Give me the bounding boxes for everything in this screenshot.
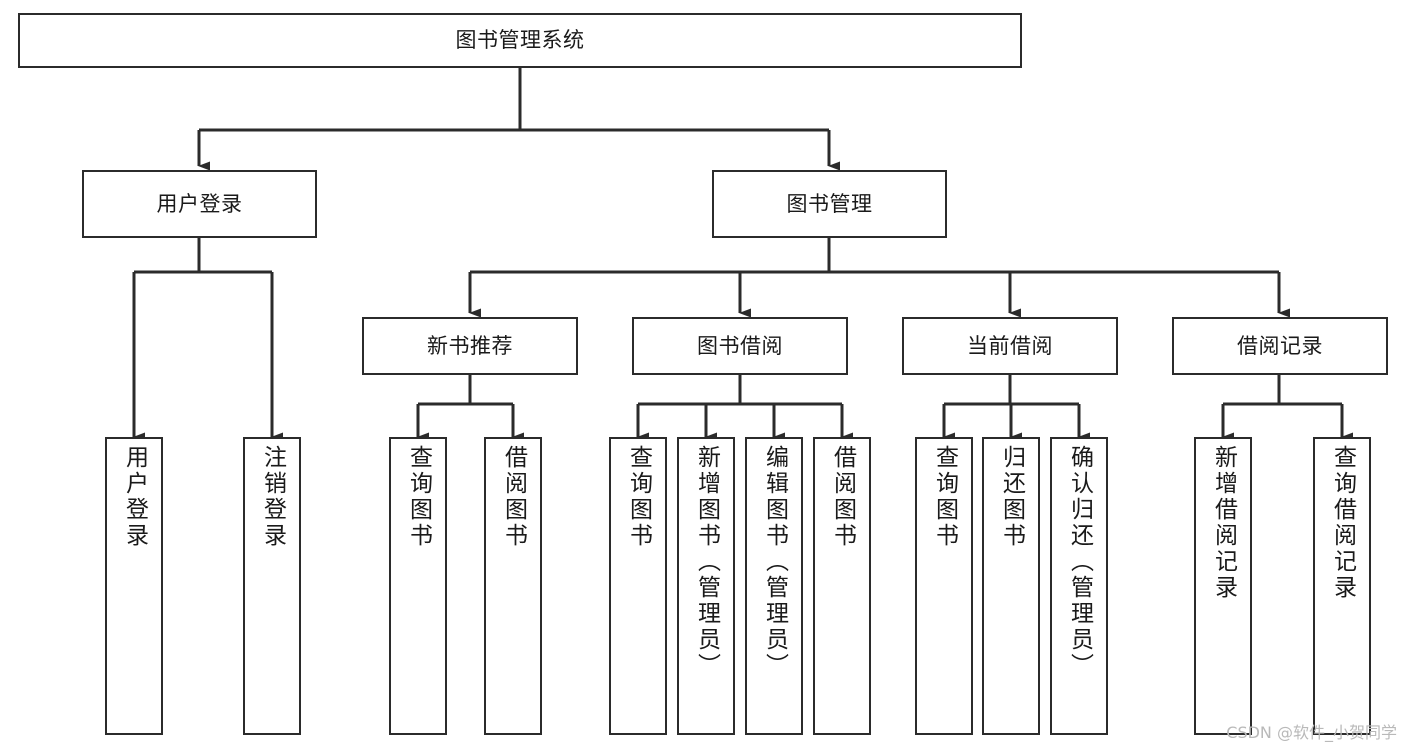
- node-leaf-borrow-book-1-label: 借阅图书: [500, 445, 527, 549]
- node-leaf-user-logout[interactable]: 注销登录: [243, 437, 301, 735]
- node-root-label: 图书管理系统: [455, 28, 585, 53]
- node-leaf-confirm-return[interactable]: 确认归还（管理员）: [1050, 437, 1108, 735]
- node-leaf-query-book-1[interactable]: 查询图书: [389, 437, 447, 735]
- node-root[interactable]: 图书管理系统: [18, 13, 1022, 68]
- node-leaf-add-record-label: 新增借阅记录: [1210, 445, 1237, 601]
- node-leaf-user-logout-label: 注销登录: [259, 445, 286, 549]
- node-leaf-query-book-2[interactable]: 查询图书: [609, 437, 667, 735]
- node-leaf-return-book[interactable]: 归还图书: [982, 437, 1040, 735]
- node-leaf-borrow-book-2[interactable]: 借阅图书: [813, 437, 871, 735]
- node-current-borrow[interactable]: 当前借阅: [902, 317, 1118, 375]
- node-leaf-borrow-book-1[interactable]: 借阅图书: [484, 437, 542, 735]
- node-user-login-label: 用户登录: [156, 191, 243, 216]
- node-leaf-query-record-label: 查询借阅记录: [1329, 445, 1356, 601]
- node-leaf-edit-book[interactable]: 编辑图书（管理员）: [745, 437, 803, 735]
- node-leaf-return-book-label: 归还图书: [998, 445, 1025, 549]
- node-leaf-query-record[interactable]: 查询借阅记录: [1313, 437, 1371, 735]
- node-user-login[interactable]: 用户登录: [82, 170, 317, 238]
- node-leaf-user-login-label: 用户登录: [121, 445, 148, 549]
- node-new-book-recommend[interactable]: 新书推荐: [362, 317, 578, 375]
- node-new-book-recommend-label: 新书推荐: [427, 333, 513, 358]
- node-leaf-edit-book-label: 编辑图书（管理员）: [761, 445, 788, 679]
- node-leaf-user-login[interactable]: 用户登录: [105, 437, 163, 735]
- node-borrow-record[interactable]: 借阅记录: [1172, 317, 1388, 375]
- node-leaf-add-record[interactable]: 新增借阅记录: [1194, 437, 1252, 735]
- node-book-manage-label: 图书管理: [786, 191, 873, 216]
- node-borrow-record-label: 借阅记录: [1237, 333, 1323, 358]
- node-leaf-borrow-book-2-label: 借阅图书: [829, 445, 856, 549]
- node-book-borrow[interactable]: 图书借阅: [632, 317, 848, 375]
- node-leaf-add-book[interactable]: 新增图书（管理员）: [677, 437, 735, 735]
- node-current-borrow-label: 当前借阅: [967, 333, 1053, 358]
- node-leaf-query-book-2-label: 查询图书: [625, 445, 652, 549]
- node-book-borrow-label: 图书借阅: [697, 333, 783, 358]
- node-leaf-confirm-return-label: 确认归还（管理员）: [1066, 445, 1093, 679]
- node-leaf-query-book-3[interactable]: 查询图书: [915, 437, 973, 735]
- node-leaf-add-book-label: 新增图书（管理员）: [693, 445, 720, 679]
- node-book-manage[interactable]: 图书管理: [712, 170, 947, 238]
- node-leaf-query-book-1-label: 查询图书: [405, 445, 432, 549]
- node-leaf-query-book-3-label: 查询图书: [931, 445, 958, 549]
